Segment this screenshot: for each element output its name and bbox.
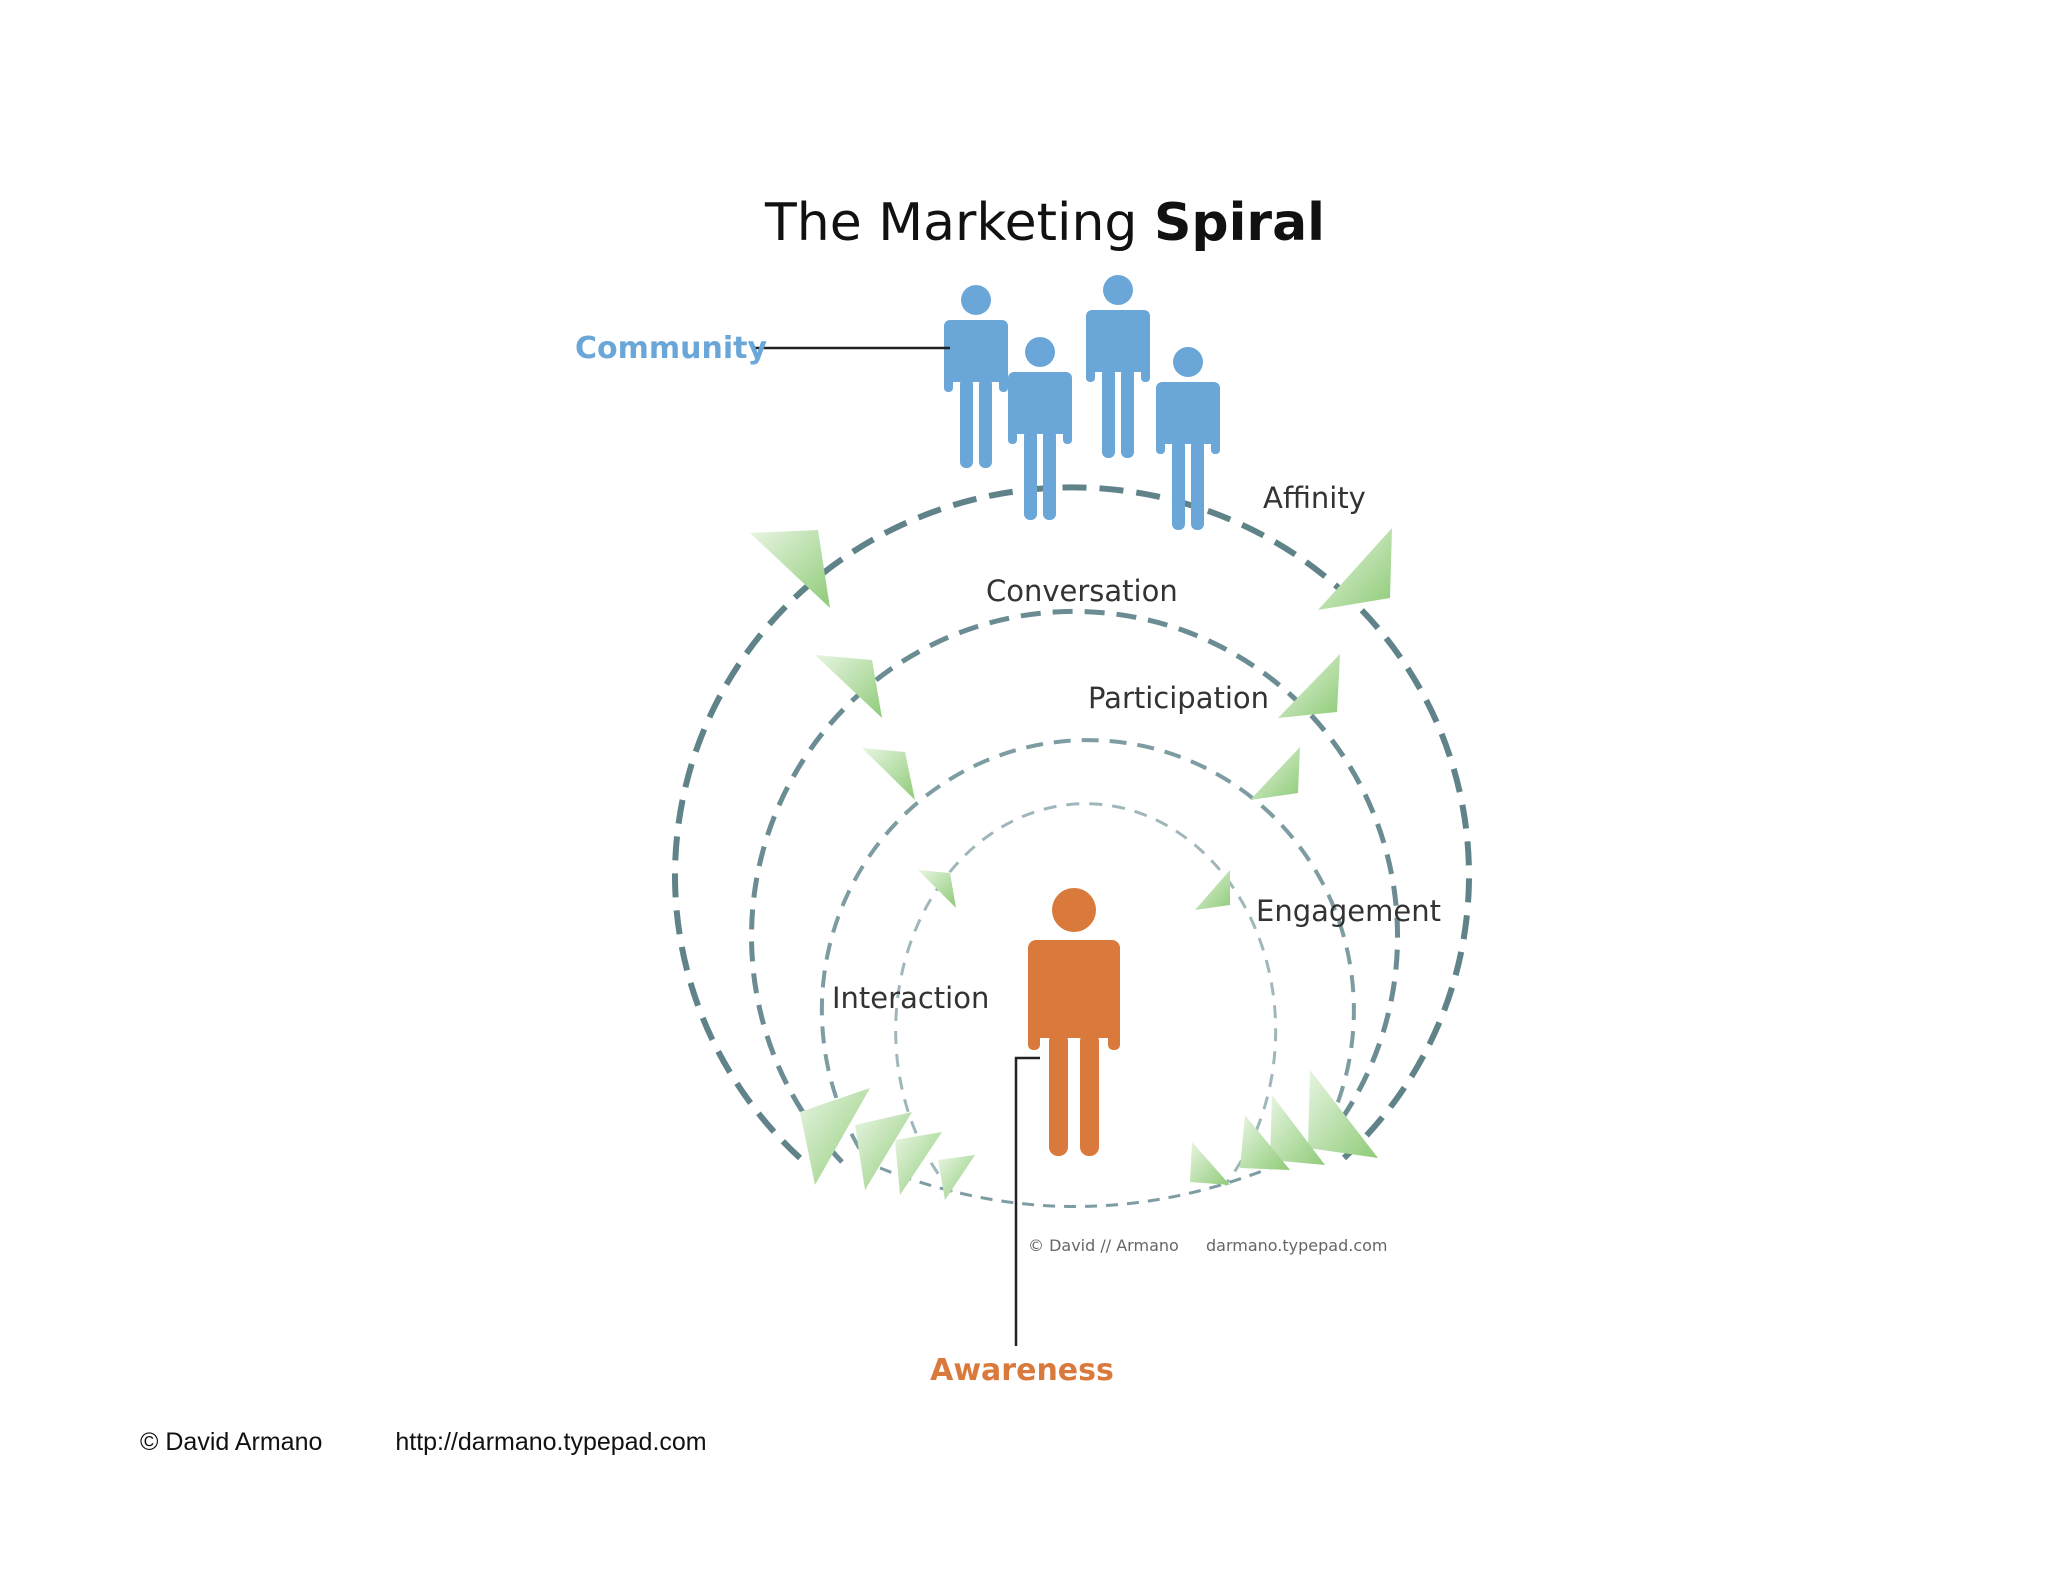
spiral-rings	[672, 484, 1472, 1208]
person-icon	[1086, 275, 1150, 458]
title-normal-part: The Marketing	[764, 193, 1154, 253]
label-interaction: Interaction	[832, 981, 989, 1015]
awareness-callout-line	[1014, 1056, 1040, 1346]
arrow-right-ring3	[1250, 747, 1300, 800]
arrow-bottom-right-1	[1308, 1070, 1378, 1158]
ring-affinity	[672, 484, 1472, 1161]
arrow-bottom-right-4	[1190, 1142, 1230, 1185]
diagram-credit-url: darmano.typepad.com	[1206, 1236, 1388, 1255]
arrow-left-ring2	[815, 655, 882, 718]
community-label: Community	[575, 331, 767, 366]
awareness-person-icon	[1028, 888, 1120, 1156]
person-icon	[1008, 337, 1072, 520]
ring-interaction-bottom	[879, 1166, 1271, 1208]
diagram-title: The Marketing Spiral	[764, 193, 1325, 253]
arrow-left-top	[750, 530, 830, 608]
label-conversation: Conversation	[986, 574, 1178, 608]
label-affinity: Affinity	[1263, 481, 1366, 515]
arrow-left-ring4	[918, 870, 956, 908]
ring-engagement	[894, 802, 1278, 1193]
footer-copyright: © David Armano	[140, 1428, 323, 1456]
title-bold-part: Spiral	[1154, 193, 1325, 253]
label-engagement: Engagement	[1256, 894, 1441, 928]
arrow-bottom-left-3	[895, 1132, 942, 1195]
arrow-bottom-left-2	[855, 1112, 912, 1190]
arrow-bottom-right-3	[1240, 1115, 1290, 1170]
community-people	[944, 275, 1220, 530]
label-participation: Participation	[1088, 681, 1269, 715]
arrow-bottom-left-1	[800, 1088, 870, 1185]
arrow-right-ring2	[1278, 654, 1340, 718]
awareness-label: Awareness	[930, 1353, 1114, 1388]
ring-participation	[819, 738, 1356, 1174]
diagram-credit-copyright: © David // Armano	[1028, 1236, 1179, 1255]
arrow-right-ring4	[1195, 870, 1230, 910]
ring-conversation	[749, 608, 1400, 1164]
person-icon	[944, 285, 1008, 468]
arrow-bottom-left-4	[938, 1155, 975, 1200]
page-footer: © David Armano http://darmano.typepad.co…	[140, 1428, 707, 1457]
arrow-right-top	[1318, 528, 1392, 610]
arrow-left-ring3	[862, 748, 915, 800]
arrow-bottom-right-2	[1270, 1095, 1325, 1165]
footer-url-link[interactable]: http://darmano.typepad.com	[395, 1428, 707, 1456]
flow-arrows	[750, 528, 1392, 1200]
person-icon	[1156, 347, 1220, 530]
